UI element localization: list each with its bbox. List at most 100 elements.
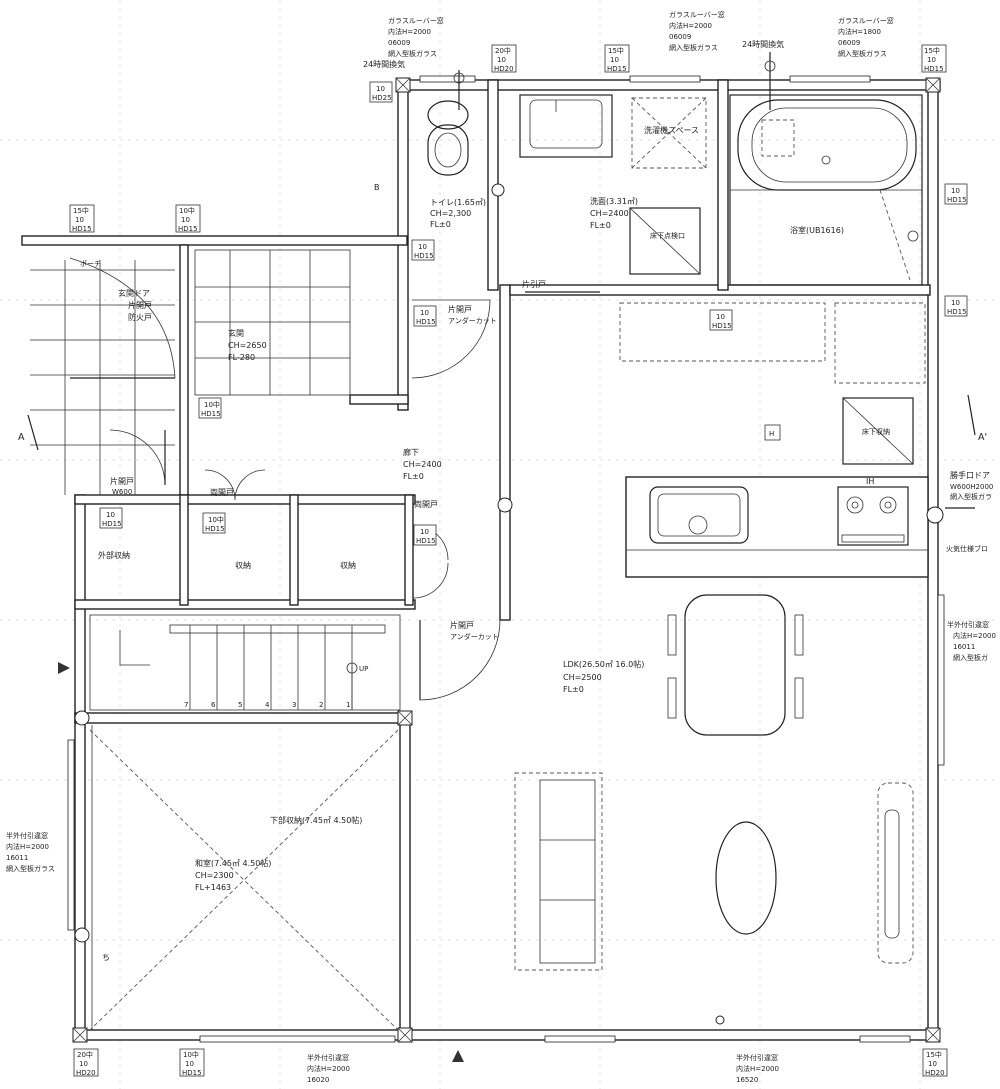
svg-text:10: 10 (420, 309, 429, 317)
entrance-ch: CH=2650 (228, 341, 267, 350)
window-top-bath-1: ガラスルーバー窓 (838, 16, 894, 25)
storage1-name: 収納 (235, 560, 251, 570)
svg-text:HD15: HD15 (182, 1069, 202, 1077)
ventilation-markers (453, 52, 975, 509)
room-labels: トイレ(1.65㎡) CH=2,300 FL±0 洗面(3.31㎡) CH=24… (80, 196, 844, 892)
svg-text:10: 10 (610, 56, 619, 64)
coffee-table (715, 821, 777, 935)
window-left-washitsu-4: 網入型板ガラス (6, 864, 55, 873)
tag-bottom-right: 15中 10 HD20 (922, 1048, 948, 1077)
tag-top-right: 15中 10 HD15 (921, 44, 947, 73)
ih-label: IH (866, 477, 874, 486)
window-bottom-washitsu-3: 16020 (307, 1076, 329, 1084)
svg-text:HD25: HD25 (372, 94, 392, 102)
svg-text:10: 10 (951, 299, 960, 307)
dining-table (667, 594, 804, 736)
section-a-left: A (18, 432, 25, 443)
underfloor-inspection-label: 床下点検口 (650, 231, 685, 240)
doors (69, 257, 600, 701)
ldk-name: LDK(26.50㎡ 16.0帖) (563, 659, 644, 669)
kitchen-sink (649, 486, 749, 544)
under-storage-name: 下部収納(7.45㎡ 4.50帖) (270, 815, 362, 825)
washroom-ch: CH=2400 (590, 209, 629, 218)
mark-b: B (374, 183, 380, 192)
mark-chi: ち (102, 953, 110, 962)
svg-text:HD15: HD15 (201, 410, 221, 418)
window-left-washitsu-1: 半外付引違窓 (6, 831, 48, 840)
single-door-top-2: アンダーカット (448, 316, 497, 325)
entrance-door-1: 玄関ドア (118, 288, 150, 298)
stair-step-5: 5 (238, 701, 242, 709)
tag-ldk-hd15: 10 HD15 (709, 309, 733, 331)
washitsu-diagonals (89, 725, 399, 1031)
section-a-right: A' (978, 432, 987, 443)
tag-hall-hd15: 10中 HD15 (198, 397, 222, 419)
kitchen-door-3: 網入型板ガラ (950, 492, 992, 501)
svg-text:HD15: HD15 (416, 318, 436, 326)
tag-hall-hd15-a: 10 HD15 (413, 305, 437, 327)
svg-text:HD15: HD15 (947, 308, 967, 316)
svg-text:10中: 10中 (204, 400, 220, 409)
storage2-name: 収納 (340, 560, 356, 570)
tag-top-wash: 15中 10 HD15 (604, 44, 630, 73)
svg-text:15中: 15中 (924, 46, 940, 55)
entrance-floor-tiles (194, 249, 351, 396)
svg-text:HD20: HD20 (494, 65, 514, 73)
svg-text:HD15: HD15 (924, 65, 944, 73)
hall-fl: FL±0 (403, 472, 424, 481)
svg-text:10: 10 (716, 313, 725, 321)
tag-top-left-1: 15中 10 HD15 (69, 204, 95, 233)
stair-step-7: 7 (184, 701, 188, 709)
staircase: UP 7 6 5 4 3 2 1 (89, 614, 401, 711)
svg-text:20中: 20中 (77, 1050, 93, 1059)
tag-bottom-mid: 10中 10 HD15 (179, 1048, 205, 1077)
hd-tags: 15中 10 HD15 10中 10 HD15 20中 10 HD20 15中 … (69, 44, 968, 1077)
svg-text:10: 10 (185, 1060, 194, 1068)
svg-text:15中: 15中 (73, 206, 89, 215)
kitchen-door-1: 勝手口ドア (950, 470, 990, 480)
ext-storage-door-2: W600 (112, 488, 132, 496)
stair-step-3: 3 (292, 701, 296, 709)
walls (21, 79, 941, 1041)
entrance-door-2: 片開戸 (128, 300, 152, 310)
h-mark-label: H (769, 430, 774, 438)
ventilation-label-a: 24時間換気 (363, 59, 405, 69)
window-bottom-ldk-3: 16520 (736, 1076, 758, 1084)
stair-step-6: 6 (211, 701, 216, 709)
tag-ext-storage: 10 HD15 (99, 507, 123, 529)
laundry-space: 洗濯機スペース (631, 97, 707, 169)
window-openings (67, 75, 945, 1043)
svg-text:HD15: HD15 (607, 65, 627, 73)
tag-top-center: 20中 10 HD20 (491, 44, 517, 73)
kitchen-door-2: W600H2000 (950, 483, 993, 491)
window-bottom-washitsu-2: 内法H=2000 (307, 1064, 350, 1073)
single-door-bottom-1: 片開戸 (450, 620, 474, 630)
annotation-labels: 24時間換気 24時間換気 玄関ドア 片開戸 防火戸 片開戸 アンダーカット 片… (110, 39, 993, 641)
svg-text:HD15: HD15 (947, 196, 967, 204)
window-bottom-ldk-1: 半外付引違窓 (736, 1053, 778, 1062)
single-door-bottom-2: アンダーカット (450, 632, 499, 641)
washbasin (519, 94, 613, 158)
svg-text:10: 10 (928, 1060, 937, 1068)
window-bottom-ldk-2: 内法H=2000 (736, 1064, 779, 1073)
window-bottom-washitsu-1: 半外付引違窓 (307, 1053, 349, 1062)
underfloor-inspection-hatch: 床下点検口 (629, 207, 701, 275)
svg-text:HD20: HD20 (76, 1069, 96, 1077)
svg-text:10: 10 (181, 216, 190, 224)
ih-cooktop: IH (837, 477, 909, 546)
window-top-bath-2: 内法H=1800 (838, 27, 881, 36)
laundry-space-label: 洗濯機スペース (644, 125, 699, 135)
tag-bottom-left: 20中 10 HD20 (73, 1048, 99, 1077)
window-top-wash-3: 06009 (669, 33, 691, 41)
window-top-wash-2: 内法H=2000 (669, 21, 712, 30)
stair-step-4: 4 (265, 701, 270, 709)
h-mark: H (764, 424, 781, 441)
window-top-bath-3: 06009 (838, 39, 860, 47)
svg-text:HD15: HD15 (205, 525, 225, 533)
svg-text:15中: 15中 (926, 1050, 942, 1059)
svg-text:15中: 15中 (608, 46, 624, 55)
svg-text:HD15: HD15 (416, 537, 436, 545)
svg-text:HD15: HD15 (414, 252, 434, 260)
entrance-door-3: 防火戸 (128, 312, 152, 322)
